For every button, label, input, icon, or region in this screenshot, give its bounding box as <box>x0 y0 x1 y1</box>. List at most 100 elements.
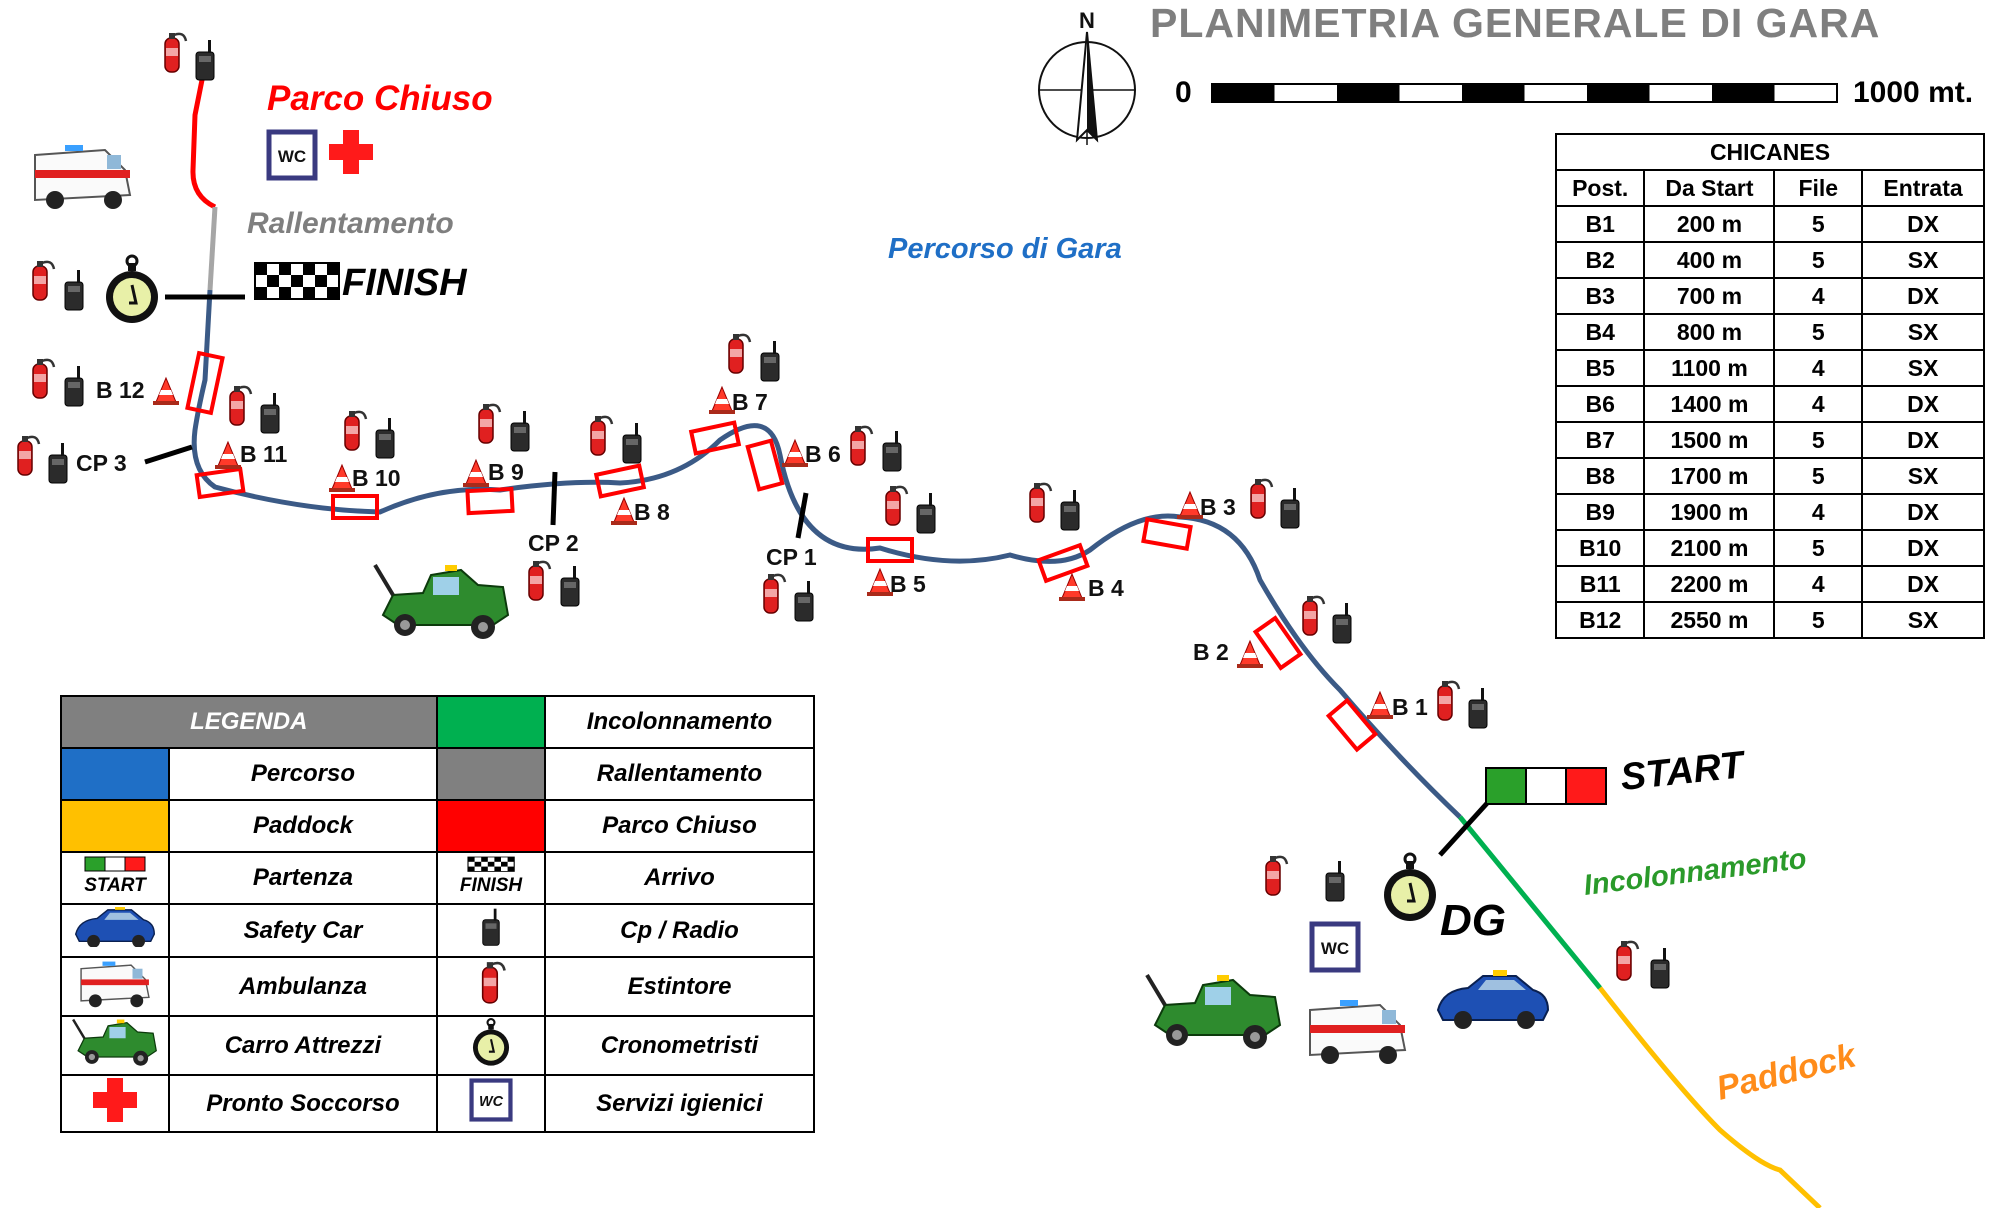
legend-swatch-rallentamento <box>435 747 546 801</box>
paddock-route <box>1598 986 1822 1208</box>
legend-icon-wc: WC <box>435 1074 546 1133</box>
wc-parco-icon <box>269 132 315 178</box>
chicane-b12 <box>185 350 225 416</box>
cp1-bar <box>795 492 809 539</box>
tow-truck-icon <box>373 563 510 641</box>
tow-truck-dg-icon <box>1145 973 1282 1051</box>
chicanes-cell: 5 <box>1773 601 1864 639</box>
legend-row-2: Percorso Rallentamento <box>59 747 816 801</box>
estintore-radio-15 <box>1249 477 1300 529</box>
chicanes-table-header-row: Post. Da Start File Entrata <box>1554 169 1985 207</box>
legend-label-arrivo: Arrivo <box>543 851 816 905</box>
wc-dg-icon <box>1312 924 1358 970</box>
legend-row-4: START Partenza FINISH Arrivo <box>59 851 816 905</box>
legend-start-icon-text: START <box>84 875 147 895</box>
legend-label-partenza: Partenza <box>168 851 438 905</box>
legend-label-servizi-igienici: Servizi igienici <box>543 1074 816 1133</box>
legend-label-estintore: Estintore <box>543 956 816 1017</box>
legend-label-incolonnamento: Incolonnamento <box>543 695 816 749</box>
chicane-label-b3: B 3 <box>1200 494 1236 520</box>
chicanes-cell: SX <box>1861 457 1985 495</box>
legend-icon-ambulance <box>59 956 171 1017</box>
legend-swatch-paddock <box>59 799 171 853</box>
chicanes-cell: 400 m <box>1643 241 1776 279</box>
legend-label-pronto-soccorso: Pronto Soccorso <box>168 1074 438 1133</box>
chicanes-cell: 5 <box>1773 241 1864 279</box>
ambulance-icon <box>80 960 150 1008</box>
paddock-label: Paddock <box>1713 1036 1862 1108</box>
legend-label-safety-car: Safety Car <box>168 903 438 958</box>
legend-finish-icon-text: FINISH <box>460 875 524 895</box>
percorso-label: Percorso di Gara <box>888 233 1122 265</box>
legend-label-parco-chiuso: Parco Chiuso <box>543 799 816 853</box>
estintore-radio-14 <box>1028 481 1080 531</box>
estintore-radio-12 <box>762 572 814 622</box>
checkered-flag-icon <box>254 262 340 300</box>
chicanes-cell: 5 <box>1773 421 1864 459</box>
estintore-radio-19 <box>1615 939 1670 989</box>
legend-icon-red-cross <box>59 1074 171 1133</box>
chicane-label-b8: B 8 <box>634 499 670 525</box>
estintore-radio-6 <box>343 409 395 459</box>
legend-row-5: Safety Car Cp / Radio <box>59 903 816 958</box>
chicanes-cell: B5 <box>1554 349 1646 387</box>
stopwatch-finish-icon <box>104 254 160 325</box>
rallentamento-label: Rallentamento <box>247 207 454 240</box>
chicanes-cell: DX <box>1861 565 1985 603</box>
chicanes-cell: DX <box>1861 493 1985 531</box>
legend-icon-stopwatch <box>435 1015 546 1076</box>
chicanes-cell: 4 <box>1773 349 1864 387</box>
estintore-radio-4 <box>16 434 68 484</box>
chicanes-cell: B6 <box>1554 385 1646 423</box>
legend-label-ambulanza: Ambulanza <box>168 956 438 1017</box>
legend-icon-finish: FINISH <box>435 851 546 905</box>
chicanes-cell: B12 <box>1554 601 1646 639</box>
safety-car-icon <box>1437 969 1549 1030</box>
chicanes-cell: 1900 m <box>1643 493 1776 531</box>
legend-icon-safety-car <box>59 903 171 958</box>
chicane-label-b2: B 2 <box>1193 639 1229 665</box>
chicanes-cell: B8 <box>1554 457 1646 495</box>
chicane-b6 <box>745 438 785 492</box>
estintore-radio-9 <box>727 332 780 382</box>
chicanes-cell: 200 m <box>1643 205 1776 243</box>
chicane-b7 <box>688 420 742 456</box>
legend-icon-radio <box>435 903 546 958</box>
chicanes-cell: 2550 m <box>1643 601 1776 639</box>
chicane-label-b10: B 10 <box>352 465 401 491</box>
chicanes-cell: B4 <box>1554 313 1646 351</box>
chicane-b1 <box>1325 697 1379 753</box>
ambulance-parco-icon <box>34 144 131 210</box>
chicanes-cell: B7 <box>1554 421 1646 459</box>
chicane-label-b4: B 4 <box>1088 575 1124 601</box>
legend-swatch-percorso <box>59 747 171 801</box>
chicanes-cell: 2200 m <box>1643 565 1776 603</box>
chicanes-cell: 5 <box>1773 313 1864 351</box>
estintore-radio-11 <box>884 484 936 534</box>
estintore-radio-18 <box>1264 854 1345 902</box>
chicanes-cell: DX <box>1861 385 1985 423</box>
start-flag-icon <box>1485 767 1607 805</box>
chicanes-cell: B3 <box>1554 277 1646 315</box>
legend-label-rallentamento: Rallentamento <box>543 747 816 801</box>
compass-icon <box>1038 31 1136 145</box>
incolonnamento-label: Incolonnamento <box>1582 843 1808 902</box>
chicanes-cell: 1400 m <box>1643 385 1776 423</box>
checkpoint-label-cp2: CP 2 <box>528 530 579 556</box>
chicanes-cell: 2100 m <box>1643 529 1776 567</box>
chicanes-cell: 800 m <box>1643 313 1776 351</box>
estintore-radio-5 <box>228 384 280 434</box>
legend-row-8: Pronto Soccorso WC Servizi igienici <box>59 1074 816 1133</box>
chicanes-col-da-start: Da Start <box>1643 169 1776 207</box>
chicane-label-b5: B 5 <box>890 571 926 597</box>
chicane-label-b6: B 6 <box>805 441 841 467</box>
chicanes-cell: B1 <box>1554 205 1646 243</box>
chicanes-cell: 1100 m <box>1643 349 1776 387</box>
